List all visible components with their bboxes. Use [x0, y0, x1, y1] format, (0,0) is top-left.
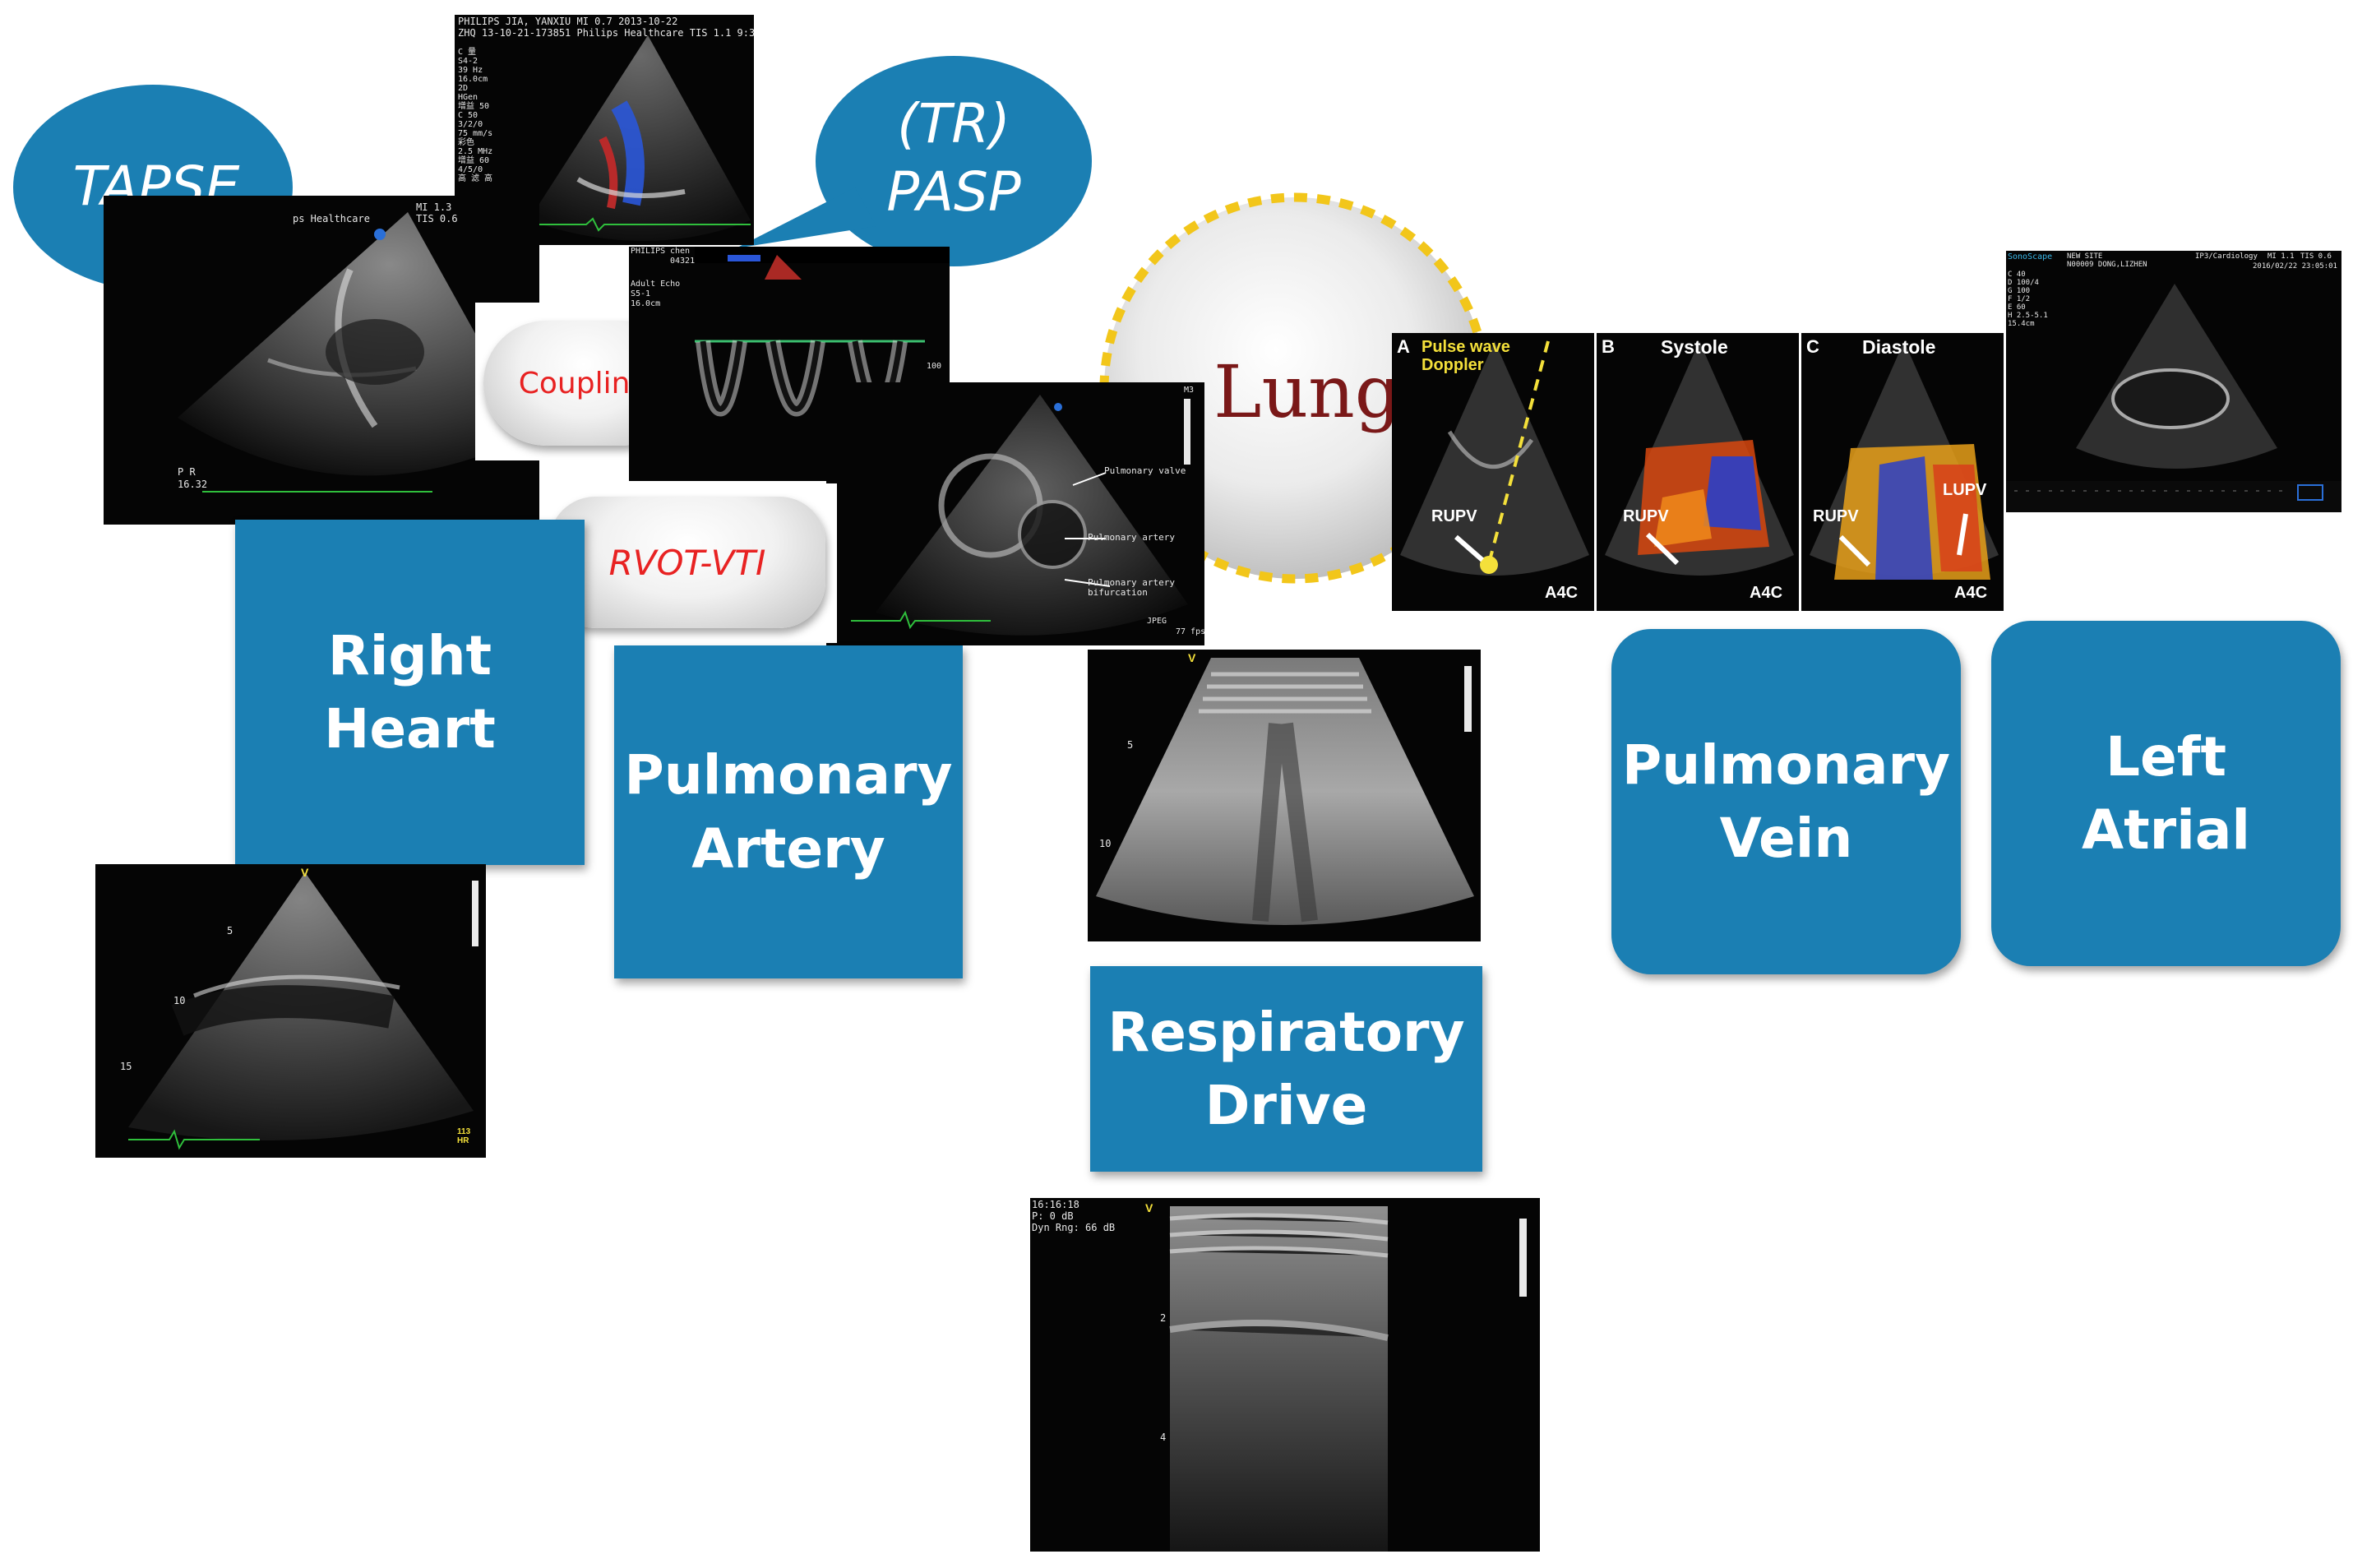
la-mode: IP3/Cardiology	[2195, 252, 2258, 261]
echo-rh-marker: P R	[178, 466, 196, 478]
la-brand: SonoScape	[2008, 252, 2053, 261]
pv-panel-b-image: B Systole RUPV A4C	[1597, 333, 1799, 611]
resp-us-power: P: 0 dB	[1032, 1210, 1074, 1222]
echo-top-header2: ZHQ 13-10-21-173851 Philips Healthcare T…	[458, 27, 754, 39]
pv-a-title: Pulse wave Doppler	[1422, 338, 1510, 374]
lung-ultrasound-image: V 5 10	[1088, 650, 1481, 941]
echo-pulmonary-artery-image: Pulmonary valve Pulmonary artery Pulmona…	[826, 382, 1204, 645]
pv-b-vein: RUPV	[1623, 507, 1669, 525]
la-line1: NEW SITE	[2067, 252, 2103, 261]
echo-rh-header: ps Healthcare	[293, 213, 370, 224]
pv-c-title: Diastole	[1862, 336, 1936, 358]
pasp-label: (TR) PASP	[886, 92, 1021, 224]
lung-us-tick-5: 5	[1127, 739, 1134, 751]
echo-top-header1: PHILIPS JIA, YANXIU MI 0.7 2013-10-22	[458, 16, 678, 27]
pv-a-letter: A	[1397, 336, 1410, 357]
pv-b-letter: B	[1602, 336, 1615, 357]
pv-b-view: A4C	[1750, 584, 1783, 602]
pa-bottom: JPEG	[1147, 617, 1167, 626]
pa-label-bifurcation: Pulmonary artery bifurcation	[1088, 577, 1175, 598]
pv-a-vein: RUPV	[1431, 507, 1477, 525]
resp-us-time: 16:16:18	[1032, 1199, 1079, 1210]
echo-rh-value: 16.32	[178, 479, 208, 490]
left-atrial-box: Left Atrial	[1991, 621, 2341, 966]
ivc-tick-10: 10	[173, 995, 186, 1006]
doppler-depth: 16.0cm	[631, 299, 661, 308]
doppler-freq: S5-1	[631, 289, 651, 298]
echo-rh-tis: TIS 0.6	[416, 213, 458, 224]
respiratory-drive-box: Respiratory Drive	[1090, 966, 1482, 1172]
pa-corner: M3	[1184, 386, 1195, 395]
pv-c-vein: RUPV	[1813, 507, 1859, 525]
pv-c-extra: LUPV	[1943, 481, 1987, 499]
resp-us-tick-2: 2	[1160, 1312, 1167, 1324]
pa-fps: 77 fps	[1176, 627, 1204, 636]
resp-us-dyn: Dyn Rng: 66 dB	[1032, 1222, 1116, 1233]
pa-label-valve: Pulmonary valve	[1104, 465, 1186, 476]
echo-left-atrial-image: SonoScape NEW SITE N00009 DONG,LIZHEN IP…	[2006, 251, 2341, 512]
pv-c-view: A4C	[1954, 584, 1988, 602]
coupling-label: Coupling	[518, 366, 650, 400]
ivc-marker: V	[301, 866, 309, 879]
la-tis: TIS 0.6	[2300, 252, 2332, 261]
lung-us-marker: V	[1188, 651, 1196, 664]
right-heart-box: Right Heart	[235, 520, 585, 865]
ivc-tick-15: 15	[120, 1061, 132, 1072]
respiratory-ultrasound-image: 16:16:18 P: 0 dB Dyn Rng: 66 dB V 2 4	[1030, 1198, 1540, 1552]
doppler-id: 04321	[670, 257, 696, 266]
pulmonary-artery-box: Pulmonary Artery	[614, 645, 963, 978]
ivc-tick-5: 5	[227, 925, 233, 937]
echo-rh-mi: MI 1.3	[416, 201, 452, 213]
resp-us-marker: V	[1145, 1201, 1153, 1214]
pv-b-title: Systole	[1661, 336, 1728, 358]
lung-us-tick-10: 10	[1099, 838, 1112, 849]
rvot-vti-label: RVOT-VTI	[608, 542, 766, 583]
doppler-probe: Adult Echo	[631, 280, 681, 289]
doppler-brand: PHILIPS	[631, 247, 666, 256]
ivc-ultrasound-image: V 5 10 15 113 HR	[95, 864, 486, 1158]
la-date: 2016/02/22 23:05:01	[2253, 262, 2337, 271]
rvot-vti-pill: RVOT-VTI	[549, 497, 825, 628]
la-mi: MI 1.1	[2267, 252, 2295, 261]
doppler-code: chen	[670, 247, 691, 256]
ivc-corner: 113 HR	[457, 1127, 471, 1145]
echo-right-heart-image: ps Healthcare MI 1.3 TIS 0.6 P R 16.32	[104, 196, 539, 525]
pv-a-view: A4C	[1545, 584, 1579, 602]
pv-panel-c-image: C Diastole RUPV LUPV A4C	[1801, 333, 2004, 611]
doppler-scale-100: 100	[927, 362, 942, 371]
pv-panel-a-image: A Pulse wave Doppler RUPV A4C	[1392, 333, 1594, 611]
pv-c-letter: C	[1806, 336, 1819, 357]
pulmonary-vein-box: Pulmonary Vein	[1611, 629, 1961, 974]
pa-label-artery: Pulmonary artery	[1088, 532, 1175, 543]
resp-us-tick-4: 4	[1160, 1432, 1167, 1443]
lung-label: Lung	[1213, 349, 1402, 434]
la-line2: N00009 DONG,LIZHEN	[2067, 261, 2147, 269]
